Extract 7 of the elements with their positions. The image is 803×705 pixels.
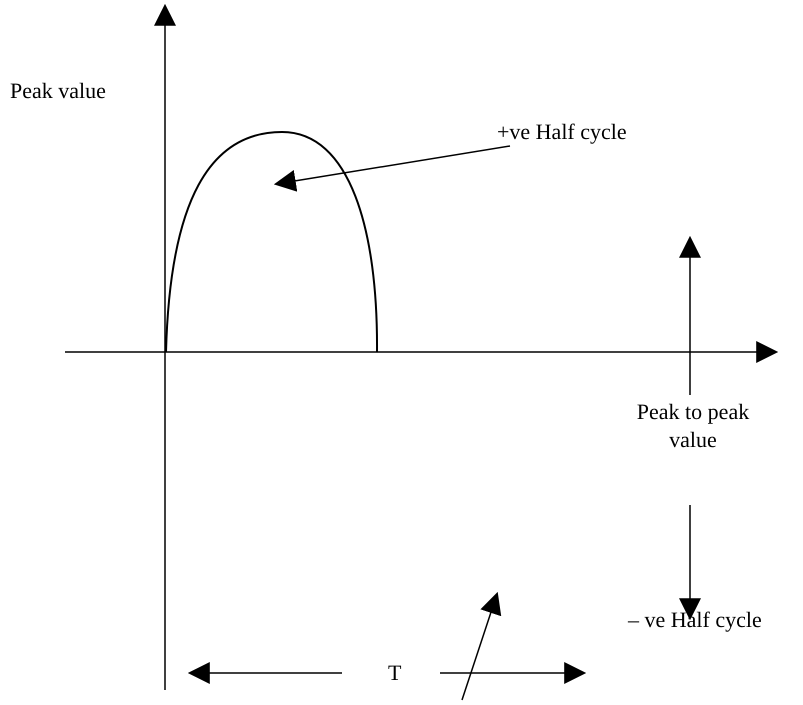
dimension-label: Peak to peak value xyxy=(636,398,750,454)
dimension-label: T xyxy=(388,659,402,687)
leader-line xyxy=(274,145,510,192)
annotation-label: +ve Half cycle xyxy=(497,118,627,146)
axis-label: Peak value xyxy=(10,77,106,105)
annotation-label: – ve Half cycle xyxy=(628,606,762,634)
half-cycle-curve xyxy=(165,131,378,352)
